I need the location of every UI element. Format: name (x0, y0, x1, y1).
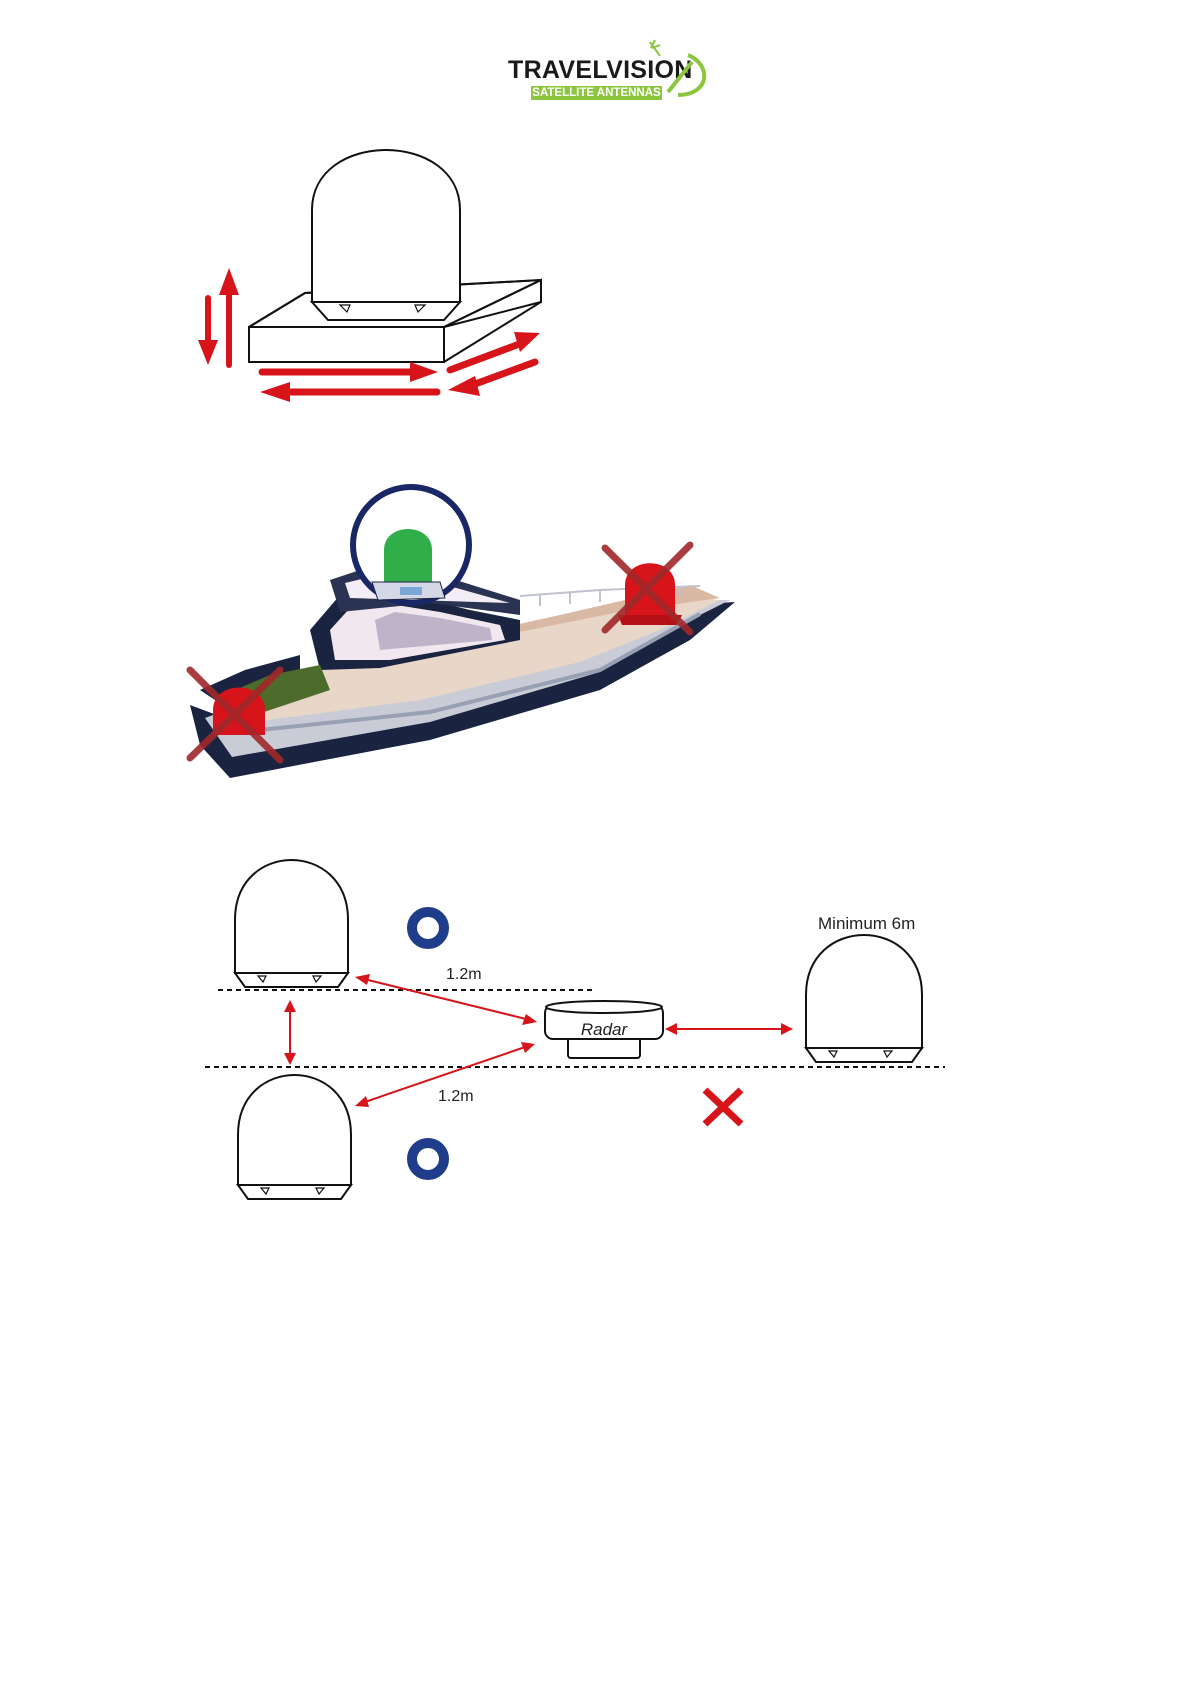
minimum-distance-label: Minimum 6m (818, 914, 915, 934)
boat-cabin (200, 570, 720, 700)
vertical-separation-arrow (284, 1000, 296, 1065)
incorrect-position-bow (605, 545, 690, 632)
boat-railing (520, 586, 700, 606)
incorrect-position-stern (190, 670, 280, 760)
horizontal-distance-arrow (665, 1023, 793, 1035)
distance-label-top: 1.2m (446, 966, 482, 984)
logo-wordmark: TRAVELVISION (508, 56, 693, 85)
diagonal-vibration-arrows (448, 332, 540, 396)
logo-tagline: SATELLITE ANTENNAS (531, 86, 662, 100)
antenna-dome-top (235, 860, 348, 987)
boat-mast (368, 510, 375, 575)
radar-label: Radar (568, 1020, 640, 1040)
mounting-platform (249, 280, 541, 362)
distance-label-bottom: 1.2m (438, 1088, 474, 1106)
ok-ring-bottom (412, 1143, 444, 1175)
cross-icon (605, 545, 690, 632)
antenna-dome-right (806, 935, 922, 1062)
ok-ring-top (412, 912, 444, 944)
aft-deck (235, 665, 330, 720)
correct-position-marker (353, 487, 469, 603)
antenna-dome (312, 150, 460, 320)
antenna-dome-bottom (238, 1075, 351, 1199)
vertical-vibration-arrows (198, 268, 239, 365)
horizontal-vibration-arrows (260, 362, 438, 402)
incorrect-cross-icon (705, 1090, 741, 1124)
cross-icon (190, 670, 280, 760)
boat-hull (190, 596, 735, 778)
